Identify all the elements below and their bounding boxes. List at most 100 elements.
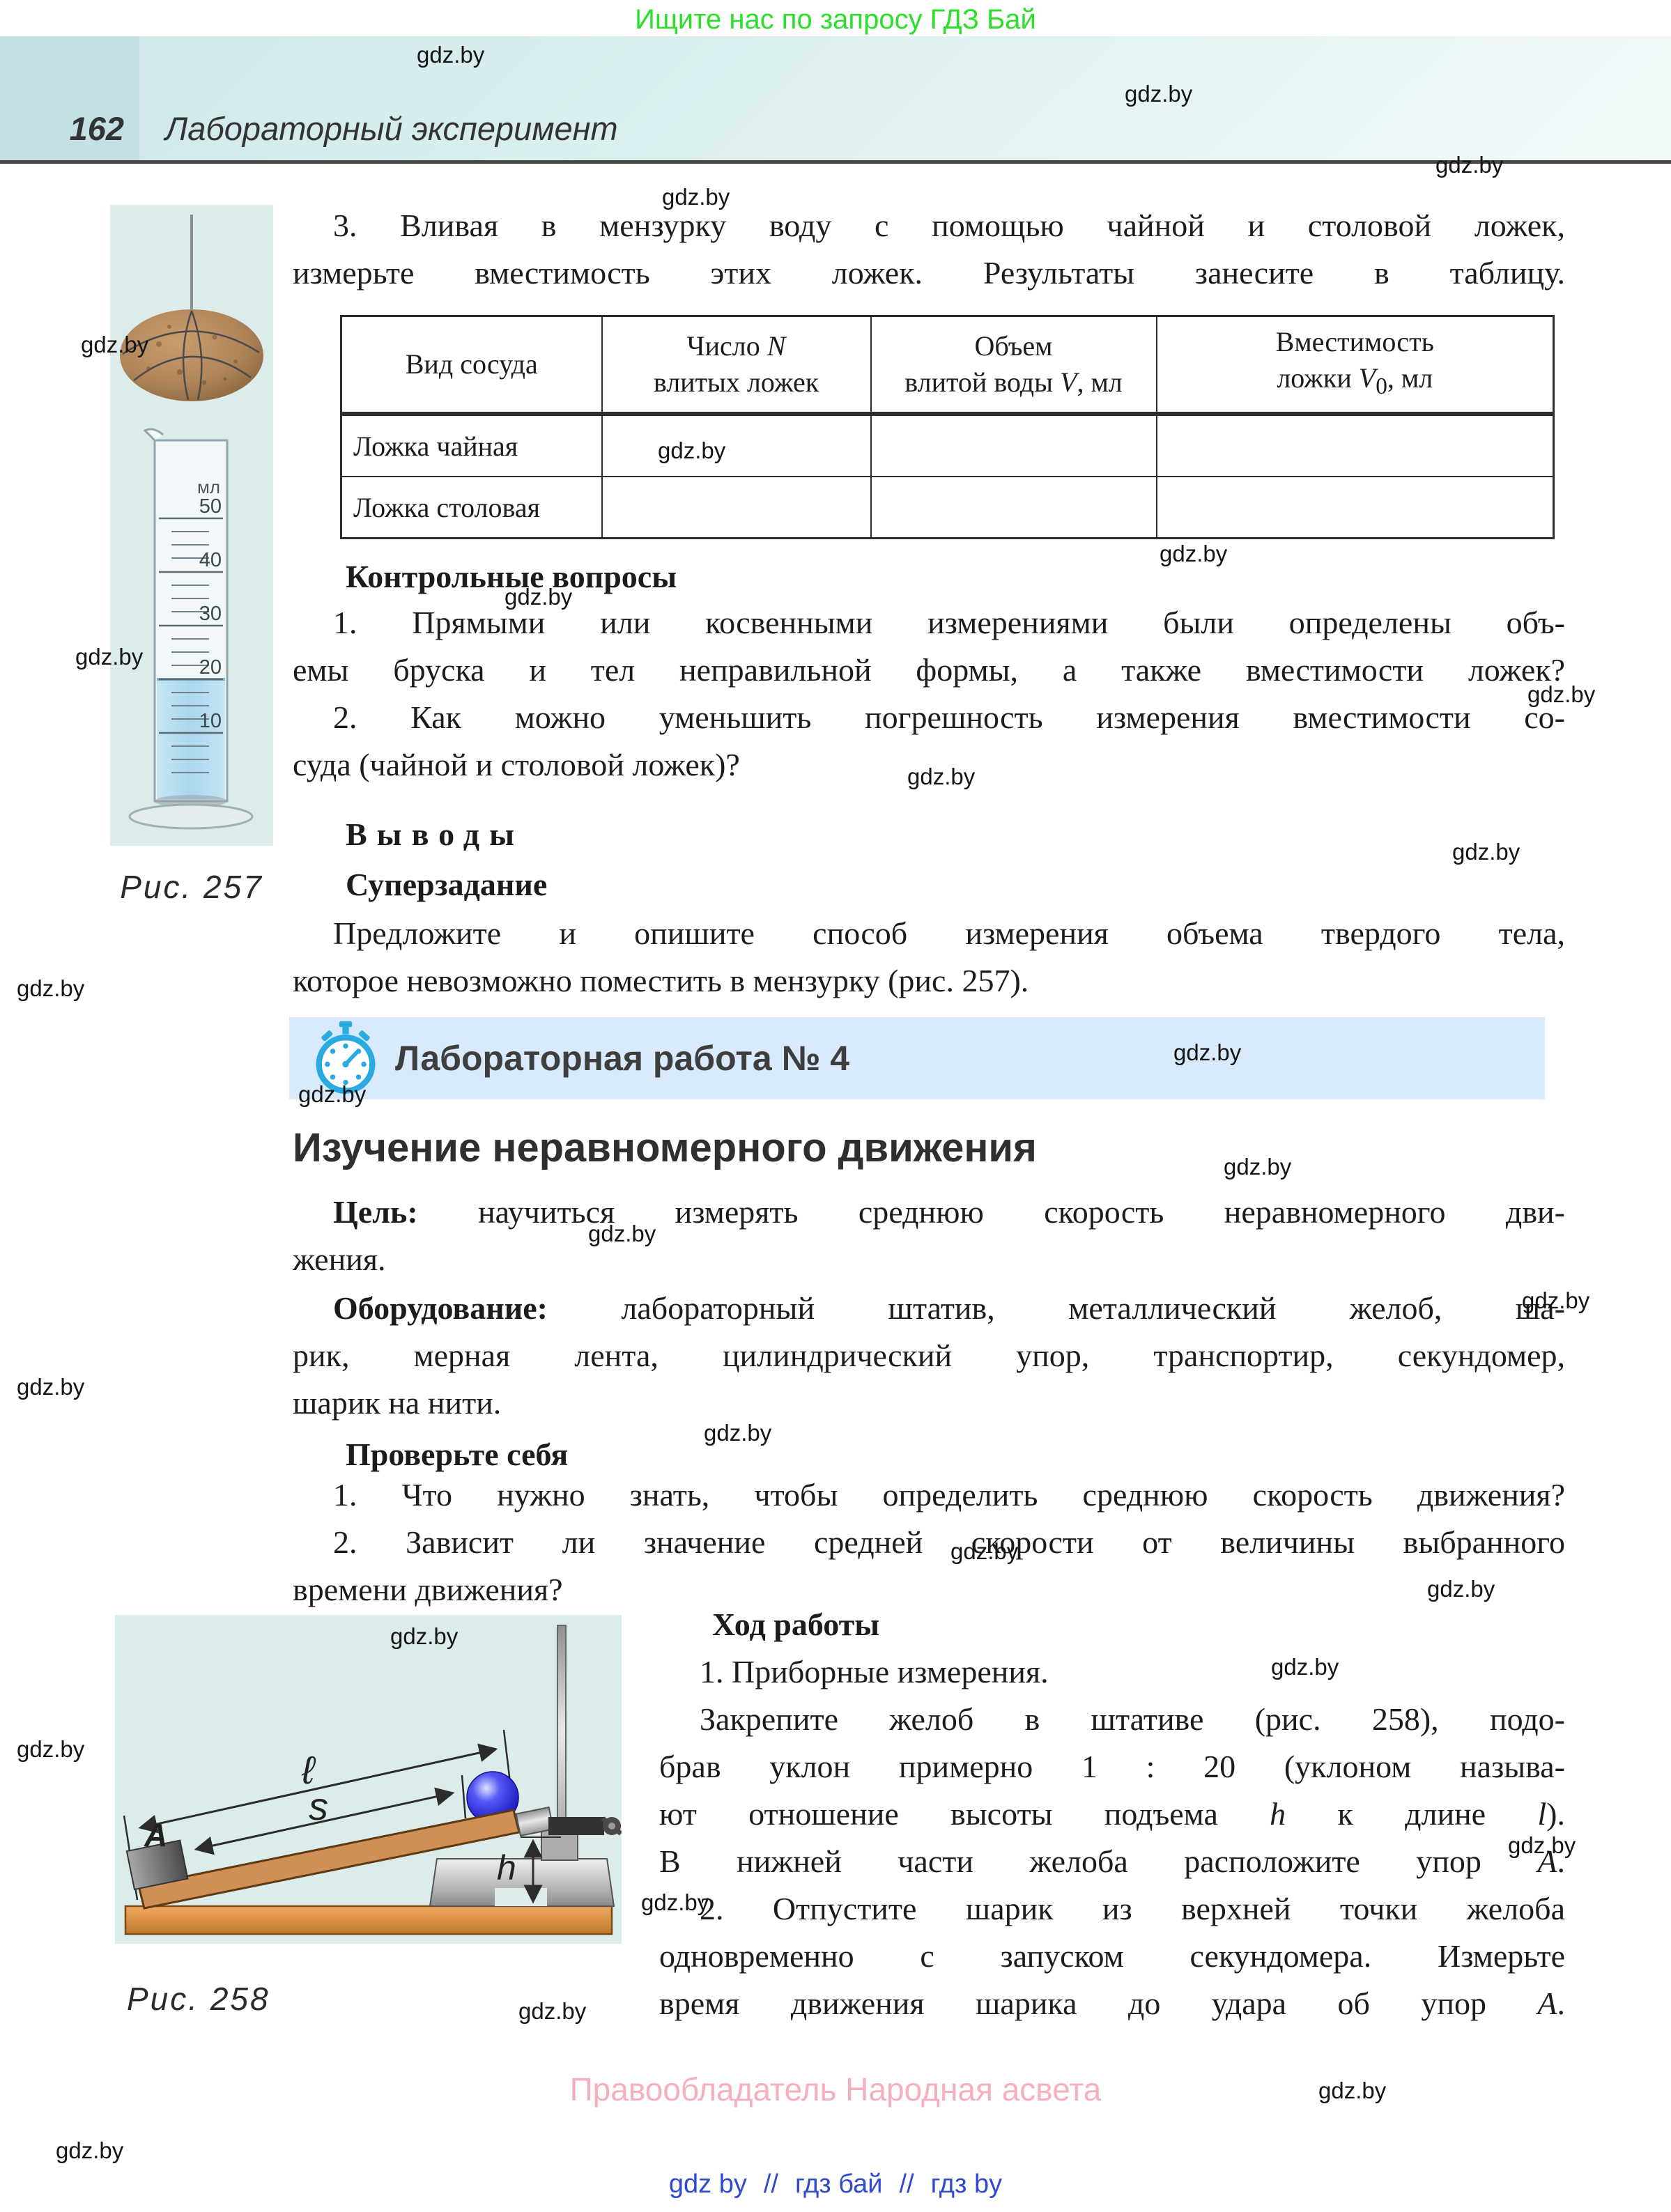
control-questions-heading: Контрольные вопросы — [346, 559, 677, 594]
gdz-watermark: gdz.by — [17, 975, 85, 1001]
lab-work-title: Лабораторная работа № 4 — [395, 1039, 850, 1078]
header-divider — [0, 160, 1671, 164]
link-separator: // — [899, 2170, 914, 2199]
empty-cell — [601, 413, 872, 477]
table-surface — [124, 1905, 613, 1935]
empty-cell — [601, 476, 872, 539]
page-number: 162 — [69, 110, 124, 147]
text-line: брав уклон примерно 1 : 20 (уклоном назы… — [659, 1749, 1565, 1784]
height-label: h — [497, 1848, 516, 1887]
gdz-watermark: gdz.by — [518, 1998, 587, 2024]
lab-topic-title: Изучение неравномерного движения — [293, 1125, 1037, 1170]
text-line: время движения шарика до удара об упор А… — [659, 1986, 1565, 2021]
gdz-watermark: gdz.by — [907, 764, 976, 789]
lab-work-banner: Лабораторная работа № 4 — [289, 1017, 1545, 1099]
empty-cell — [870, 413, 1157, 477]
gdz-watermark: gdz.by — [1318, 2078, 1387, 2103]
selfcheck-question-1: 1. Что нужно знать, чтобы определить сре… — [293, 1471, 1565, 1519]
procedure-column: Ход работы 1. Приборные измерения. Закре… — [659, 1601, 1565, 2027]
svg-text:40: 40 — [199, 549, 222, 571]
text-line: жения. — [293, 1242, 386, 1277]
text-line: Цель: научиться измерять среднюю скорост… — [333, 1194, 1565, 1230]
figure-257-caption: Рис. 257 — [120, 869, 263, 905]
measuring-cylinder-illustration: мл 50 40 30 20 10 — [120, 215, 263, 830]
text-line: Оборудование: лабораторный штатив, метал… — [333, 1290, 1565, 1326]
unit-label: мл — [197, 477, 220, 497]
supertask-paragraph: Предложите и опишите способ измерения об… — [293, 910, 1565, 1005]
intro-paragraph: 3. Вливая в мензурку воду с помощью чайн… — [293, 202, 1565, 297]
path-dimension-arrow — [194, 1787, 455, 1855]
text-line: времени движения? — [293, 1572, 563, 1607]
gdz-watermark: gdz.by — [1452, 839, 1520, 865]
col-header-vessel: Вид сосуда — [340, 315, 603, 416]
selfcheck-question-2: 2. Зависит ли значение средней скорости … — [293, 1519, 1565, 1614]
table-row: Ложка чайная — [340, 413, 1555, 477]
gdz-watermark: gdz.by — [417, 42, 485, 68]
water — [157, 679, 225, 799]
svg-text:30: 30 — [199, 603, 222, 625]
text-line: одновременно с запуском секундомера. Изм… — [659, 1938, 1565, 1974]
minor-graduations — [171, 531, 209, 773]
promo-banner-text: Ищите нас по запросу ГДЗ Бай — [635, 4, 1036, 35]
inclined-chute-illustration: ℓ s А h — [123, 1625, 623, 1935]
gdz-watermark: gdz.by — [1173, 1039, 1242, 1065]
gdz-watermark: gdz.by — [56, 2137, 124, 2163]
row-label: Ложка столовая — [340, 476, 603, 539]
figure-258: ℓ s А h — [115, 1615, 623, 1944]
gdz-watermark: gdz.by — [17, 1374, 85, 1400]
empty-cell — [870, 476, 1157, 539]
text-line: 1. Прямыми или косвенными измерениями бы… — [333, 605, 1565, 640]
text-line: емы бруска и тел неправильной формы, а т… — [293, 652, 1565, 688]
path-label: s — [309, 1784, 328, 1828]
clamp-screw-center — [608, 1823, 615, 1830]
gdz-watermark: gdz.by — [1271, 1654, 1339, 1680]
page-header: 162 Лабораторный эксперимент — [0, 36, 1671, 160]
gdz-watermark: gdz.by — [1435, 152, 1504, 178]
gdz-watermark: gdz.by — [1427, 1576, 1495, 1602]
control-question-2: 2. Как можно уменьшить погрешность измер… — [293, 694, 1565, 789]
gdz-watermark: gdz.by — [658, 438, 726, 463]
copyright-text: Правообладатель Народная асвета — [569, 2071, 1102, 2107]
text-line: 2. Зависит ли значение средней скорости … — [333, 1524, 1565, 1560]
procedure-heading: Ход работы — [712, 1607, 880, 1642]
gdz-watermark: gdz.by — [1522, 1287, 1590, 1313]
footer-link[interactable]: гдз by — [930, 2170, 1003, 2199]
gdz-watermark: gdz.by — [1527, 681, 1596, 707]
svg-text:50: 50 — [199, 495, 222, 518]
gdz-watermark: gdz.by — [588, 1221, 656, 1246]
empty-cell — [1155, 476, 1555, 539]
link-separator: // — [763, 2170, 778, 2199]
stop-block — [125, 1839, 189, 1891]
text-line: ют отношение высоты подъема h к длине l)… — [659, 1796, 1565, 1832]
control-question-1: 1. Прямыми или косвенными измерениями бы… — [293, 599, 1565, 694]
svg-text:20: 20 — [199, 656, 222, 679]
gdz-watermark: gdz.by — [641, 1889, 709, 1915]
gdz-watermark: gdz.by — [17, 1736, 85, 1762]
text-line: Закрепите желоб в штативе (рис. 258), по… — [700, 1701, 1565, 1737]
text-line: 2. Отпустите шарик из верхней точки жело… — [700, 1891, 1565, 1926]
stopwatch-icon — [316, 1021, 376, 1094]
gdz-watermark: gdz.by — [81, 332, 149, 357]
text-line: В нижней части желоба расположите упор А… — [659, 1843, 1565, 1879]
text-line: шарик на нити. — [293, 1385, 502, 1421]
text-line: Предложите и опишите способ измерения об… — [333, 915, 1565, 951]
chapter-title: Лабораторный эксперимент — [165, 110, 618, 147]
text-line: 1. Что нужно знать, чтобы определить сре… — [333, 1477, 1565, 1513]
figure-258-caption: Рис. 258 — [127, 1981, 270, 2017]
footer-link[interactable]: гдз бай — [794, 2170, 883, 2199]
figure-257: мл 50 40 30 20 10 — [110, 205, 273, 846]
supertask-heading: Суперзадание — [346, 867, 548, 902]
footer-link[interactable]: gdz by — [668, 2170, 747, 2199]
gdz-watermark: gdz.by — [1125, 81, 1193, 107]
text-line: которое невозможно поместить в мензурку … — [293, 963, 1029, 998]
text-line: рик, мерная лента, цилиндрический упор, … — [293, 1338, 1565, 1373]
footer-links: gdz by // гдз бай // гдз by — [0, 2170, 1671, 2199]
text-line: суда (чайной и столовой ложек)? — [293, 747, 740, 782]
scale-numbers: 50 40 30 20 10 — [199, 495, 222, 732]
stop-label: А — [144, 1817, 167, 1853]
gdz-watermark: gdz.by — [704, 1420, 772, 1446]
